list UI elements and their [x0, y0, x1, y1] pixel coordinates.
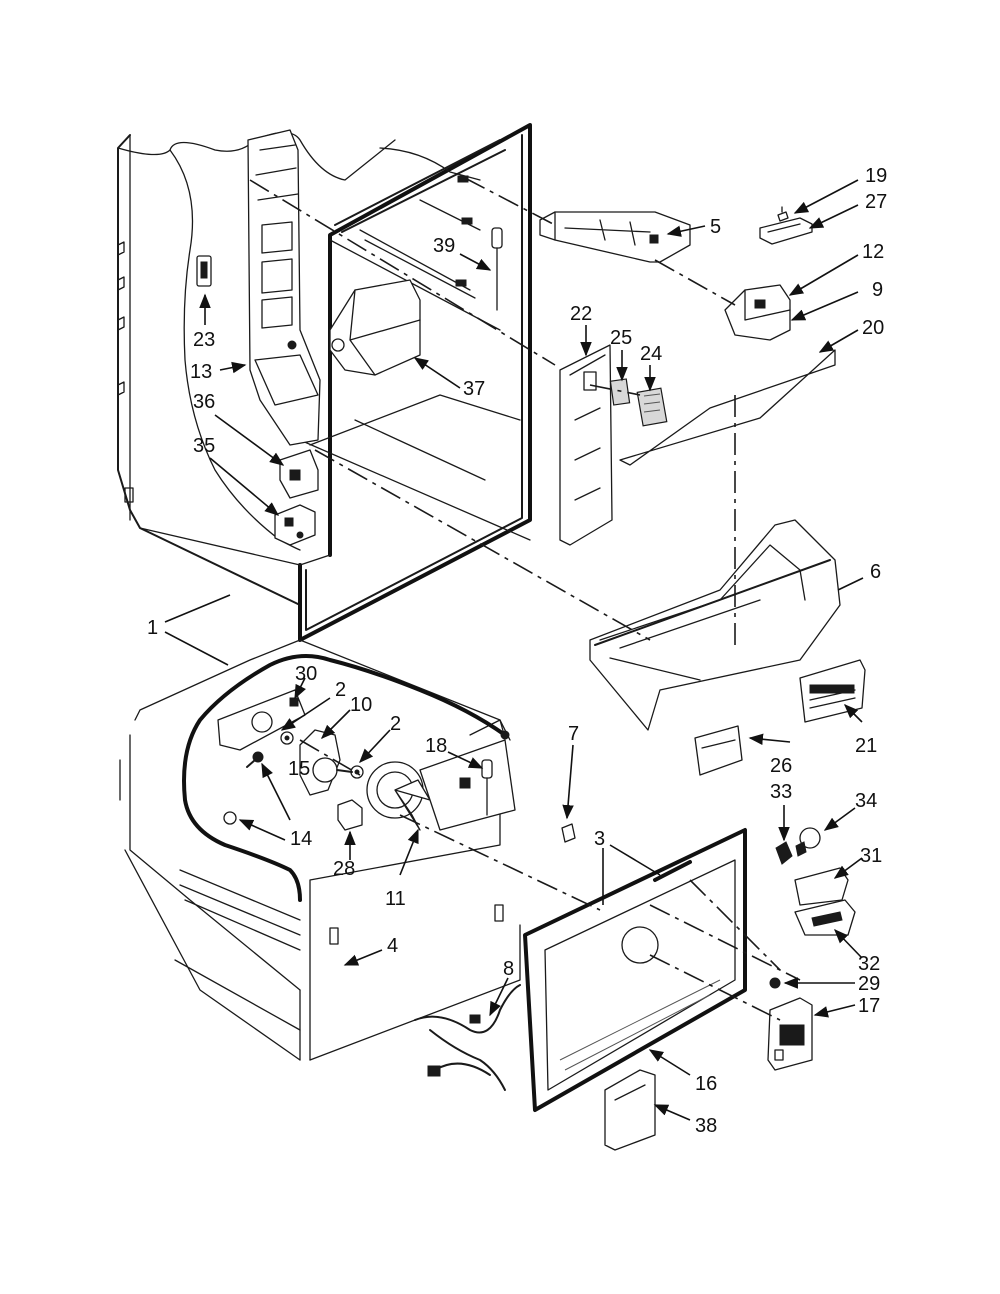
callout-15: 15 — [288, 758, 310, 780]
callout-39: 39 — [433, 235, 455, 257]
callout-5: 5 — [710, 216, 721, 238]
part-27 — [759, 217, 813, 245]
callout-27: 27 — [865, 191, 887, 213]
callout-33: 33 — [770, 781, 792, 803]
part-24 — [636, 387, 668, 427]
part-33 — [775, 841, 793, 865]
part-35 — [274, 504, 316, 546]
callout-8: 8 — [503, 958, 514, 980]
callout-37: 37 — [463, 378, 485, 400]
part-37 — [329, 279, 421, 376]
callout-21: 21 — [855, 735, 877, 757]
part-23 — [196, 255, 212, 287]
part-17 — [767, 997, 813, 1071]
callout-30: 30 — [295, 663, 317, 685]
part-5 — [539, 211, 691, 263]
part-3-strip — [653, 860, 692, 882]
cord — [182, 654, 510, 902]
callout-24: 24 — [640, 343, 662, 365]
part-8 — [414, 984, 521, 1091]
part-14 — [223, 811, 237, 825]
part-19 — [777, 206, 789, 222]
part-38 — [604, 1069, 656, 1151]
part-21 — [799, 659, 866, 723]
callout-20: 20 — [862, 317, 884, 339]
part-2-a — [280, 731, 294, 745]
callout-labels: 19 27 5 12 39 9 22 20 23 25 24 13 37 36 … — [147, 165, 887, 1137]
callout-31: 31 — [860, 845, 882, 867]
part-6 — [589, 519, 841, 731]
callout-14: 14 — [290, 828, 312, 850]
part-20 — [619, 349, 836, 466]
assembly-lines — [249, 177, 801, 1021]
callout-2-a: 2 — [335, 679, 346, 701]
callout-11: 11 — [385, 888, 406, 910]
part-18 — [481, 759, 493, 816]
part-36 — [279, 449, 319, 499]
callout-12: 12 — [862, 241, 884, 263]
callout-3-a: 3 — [594, 828, 605, 850]
callout-2-b: 2 — [390, 713, 401, 735]
callout-32: 32 — [858, 953, 880, 975]
callout-26: 26 — [770, 755, 792, 777]
freezer-cabinet — [119, 639, 521, 1061]
part-32 — [794, 899, 856, 936]
callout-17: 17 — [858, 995, 880, 1017]
callout-29: 29 — [858, 973, 880, 995]
fresh-food-liner — [117, 123, 532, 642]
callout-6: 6 — [870, 561, 881, 583]
part-15 — [246, 751, 264, 768]
callout-7: 7 — [568, 723, 579, 745]
part-26 — [694, 725, 743, 776]
callout-19: 19 — [865, 165, 887, 187]
part-29 — [769, 977, 781, 989]
part-7 — [561, 823, 576, 843]
part-16 — [523, 828, 747, 1112]
callout-13: 13 — [190, 361, 212, 383]
air-duct-13 — [247, 129, 321, 446]
callout-22: 22 — [570, 303, 592, 325]
part-39 — [491, 227, 503, 311]
callout-23: 23 — [193, 329, 215, 351]
callout-28: 28 — [333, 858, 355, 880]
part-25 — [609, 378, 631, 406]
callout-34: 34 — [855, 790, 877, 812]
callout-10: 10 — [350, 694, 372, 716]
callout-16: 16 — [695, 1073, 717, 1095]
callout-1: 1 — [147, 617, 158, 639]
leader-lines — [164, 179, 864, 1121]
callout-9: 9 — [872, 279, 883, 301]
callout-36: 36 — [193, 391, 215, 413]
part-22 — [559, 344, 613, 546]
part-28 — [337, 799, 363, 831]
part-12 — [724, 284, 791, 341]
callout-18: 18 — [425, 735, 447, 757]
callout-4: 4 — [387, 935, 398, 957]
part-34 — [795, 827, 821, 857]
callout-25: 25 — [610, 327, 632, 349]
callout-35: 35 — [193, 435, 215, 457]
part-30 — [217, 689, 306, 751]
callout-38: 38 — [695, 1115, 717, 1137]
